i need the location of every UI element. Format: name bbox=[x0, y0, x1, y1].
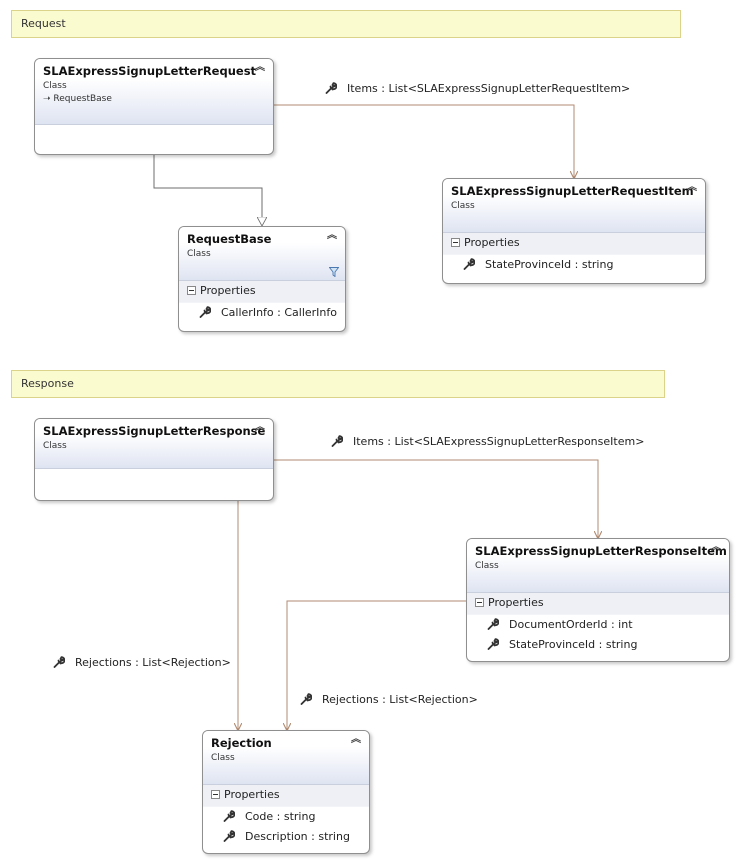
collapse-minus-icon[interactable] bbox=[451, 237, 460, 247]
assoc-label-request-items[interactable]: Items : List<SLAExpressSignupLetterReque… bbox=[325, 82, 630, 95]
class-kind: Class bbox=[211, 753, 235, 763]
section-response-label: Response bbox=[21, 377, 74, 390]
properties-label: Properties bbox=[464, 236, 520, 249]
wrench-icon bbox=[487, 618, 499, 630]
wrench-icon bbox=[223, 830, 235, 842]
wrench-icon bbox=[463, 258, 475, 270]
wrench-icon bbox=[300, 693, 312, 705]
filter-icon[interactable] bbox=[329, 267, 339, 277]
class-rejection-header: Rejection Class ︽ bbox=[203, 731, 369, 785]
property-text: StateProvinceId : string bbox=[509, 638, 638, 651]
class-kind: Class bbox=[187, 249, 211, 259]
assoc-text: Rejections : List<Rejection> bbox=[322, 693, 478, 706]
class-kind: Class bbox=[43, 441, 67, 451]
double-chevron-up-icon[interactable]: ︽ bbox=[255, 62, 265, 73]
class-sla-request-item[interactable]: SLAExpressSignupLetterRequestItem Class … bbox=[442, 178, 706, 284]
class-sla-request-header: SLAExpressSignupLetterRequest Class ➝ Re… bbox=[35, 59, 273, 125]
property-row[interactable]: CallerInfo : CallerInfo bbox=[179, 303, 345, 323]
double-chevron-up-icon[interactable]: ︽ bbox=[327, 230, 337, 241]
class-name: SLAExpressSignupLetterRequest bbox=[43, 64, 257, 78]
properties-label: Properties bbox=[200, 284, 256, 297]
wrench-icon bbox=[53, 656, 65, 668]
class-name: RequestBase bbox=[187, 232, 272, 246]
properties-section[interactable]: Properties bbox=[203, 785, 369, 807]
property-text: CallerInfo : CallerInfo bbox=[221, 306, 337, 319]
wrench-icon bbox=[487, 638, 499, 650]
class-rejection[interactable]: Rejection Class ︽ Properties Code : stri… bbox=[202, 730, 370, 854]
class-kind: Class bbox=[451, 201, 475, 211]
properties-section[interactable]: Properties bbox=[179, 281, 345, 303]
inherit-arrow-icon: ➝ bbox=[43, 94, 51, 104]
property-text: StateProvinceId : string bbox=[485, 258, 614, 271]
inherits-name: RequestBase bbox=[53, 94, 112, 104]
wrench-icon bbox=[331, 435, 343, 447]
property-row[interactable]: Code : string bbox=[203, 807, 369, 827]
class-sla-response-header: SLAExpressSignupLetterResponse Class ︽ bbox=[35, 419, 273, 469]
class-name: SLAExpressSignupLetterResponseItem bbox=[475, 544, 727, 558]
property-row[interactable]: Description : string bbox=[203, 827, 369, 847]
assoc-label-response-rejections[interactable]: Rejections : List<Rejection> bbox=[53, 656, 231, 669]
class-sla-response-item[interactable]: SLAExpressSignupLetterResponseItem Class… bbox=[466, 538, 730, 662]
assoc-text: Items : List<SLAExpressSignupLetterReque… bbox=[347, 82, 631, 95]
property-text: Description : string bbox=[245, 830, 350, 843]
properties-section[interactable]: Properties bbox=[467, 593, 729, 615]
properties-section[interactable]: Properties bbox=[443, 233, 705, 255]
double-chevron-up-icon[interactable]: ︽ bbox=[711, 542, 721, 553]
inherits-label: ➝ RequestBase bbox=[43, 94, 265, 104]
collapse-minus-icon[interactable] bbox=[475, 597, 484, 607]
properties-label: Properties bbox=[488, 596, 544, 609]
class-sla-response[interactable]: SLAExpressSignupLetterResponse Class ︽ bbox=[34, 418, 274, 501]
property-row[interactable]: StateProvinceId : string bbox=[443, 255, 705, 275]
assoc-text: Rejections : List<Rejection> bbox=[75, 656, 231, 669]
property-row[interactable]: StateProvinceId : string bbox=[467, 635, 729, 655]
property-text: Code : string bbox=[245, 810, 316, 823]
class-kind: Class bbox=[475, 561, 499, 571]
property-row[interactable]: DocumentOrderId : int bbox=[467, 615, 729, 635]
assoc-label-item-rejections[interactable]: Rejections : List<Rejection> bbox=[300, 693, 478, 706]
class-name: Rejection bbox=[211, 736, 272, 750]
section-request-label: Request bbox=[21, 17, 66, 30]
properties-label: Properties bbox=[224, 788, 280, 801]
double-chevron-up-icon[interactable]: ︽ bbox=[687, 182, 697, 193]
wrench-icon bbox=[325, 82, 337, 94]
assoc-line-request-items[interactable] bbox=[274, 104, 574, 178]
assoc-label-response-items[interactable]: Items : List<SLAExpressSignupLetterRespo… bbox=[331, 435, 644, 448]
class-request-base-header: RequestBase Class ︽ bbox=[179, 227, 345, 281]
section-response: Response bbox=[11, 370, 665, 398]
collapse-minus-icon[interactable] bbox=[187, 285, 196, 295]
section-request: Request bbox=[11, 10, 681, 38]
class-sla-response-item-header: SLAExpressSignupLetterResponseItem Class… bbox=[467, 539, 729, 593]
assoc-line-response-items[interactable] bbox=[274, 459, 598, 538]
assoc-text: Items : List<SLAExpressSignupLetterRespo… bbox=[353, 435, 645, 448]
wrench-icon bbox=[199, 306, 211, 318]
class-sla-request-item-header: SLAExpressSignupLetterRequestItem Class … bbox=[443, 179, 705, 233]
class-kind: Class bbox=[43, 81, 67, 91]
property-text: DocumentOrderId : int bbox=[509, 618, 633, 631]
class-name: SLAExpressSignupLetterRequestItem bbox=[451, 184, 694, 198]
assoc-line-item-rejections[interactable] bbox=[287, 600, 466, 730]
class-request-base[interactable]: RequestBase Class ︽ Properties CallerInf… bbox=[178, 226, 346, 332]
double-chevron-up-icon[interactable]: ︽ bbox=[351, 734, 361, 745]
collapse-minus-icon[interactable] bbox=[211, 789, 220, 799]
inherit-line-request-base[interactable] bbox=[153, 154, 262, 226]
class-name: SLAExpressSignupLetterResponse bbox=[43, 424, 266, 438]
double-chevron-up-icon[interactable]: ︽ bbox=[255, 422, 265, 433]
class-sla-request[interactable]: SLAExpressSignupLetterRequest Class ➝ Re… bbox=[34, 58, 274, 155]
wrench-icon bbox=[223, 810, 235, 822]
